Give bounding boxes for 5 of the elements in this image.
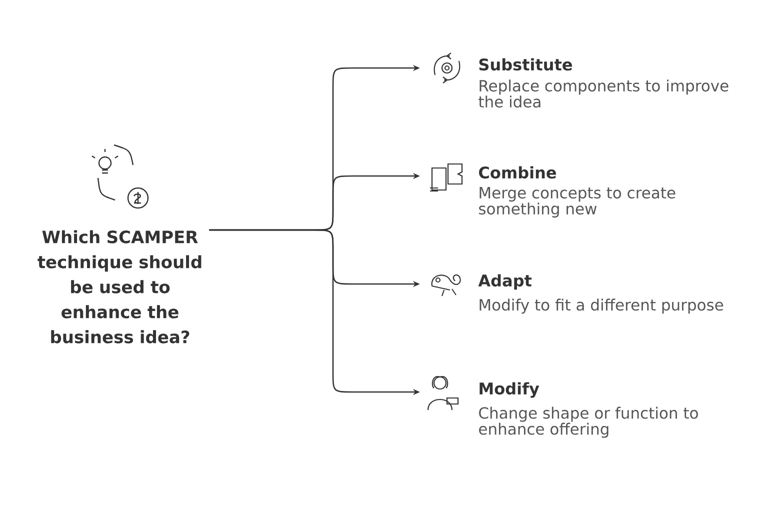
question-text: Which SCAMPER technique should be used to enhance the business idea? [38,230,202,344]
technique-item: Combine Merge concepts to create something new [479,166,676,218]
technique-item: Substitute Replace components to improve the idea [478,58,728,108]
technique-item: Adapt Modify to fit a different purpose [478,274,724,314]
technique-item: Modify Change shape or function to enhance offering [479,382,698,438]
